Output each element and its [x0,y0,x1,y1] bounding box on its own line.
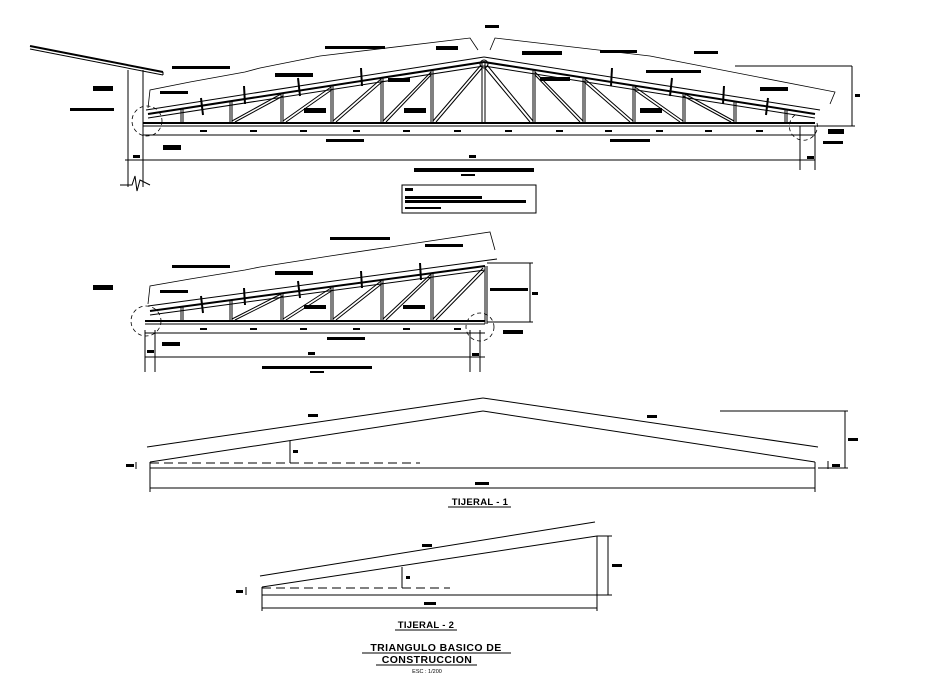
purlins [200,262,422,314]
sheet-scale: ESC : 1/200 [412,669,442,675]
purlins [200,67,769,116]
illegible-labels [126,414,858,485]
truss-diagonals [231,267,485,321]
truss-verticals [180,273,434,321]
detail-circle [130,305,162,337]
top-chord-left [147,61,485,115]
sheet-title-block: TRIANGULO BASICO DE CONSTRUCCION ESC : 1… [362,642,511,675]
tijeral-1-outer-right [482,397,819,448]
detail-circle [789,114,818,141]
sheet-title-line1: TRIANGULO BASICO DE [370,642,501,654]
sheet-title-line2: CONSTRUCCION [382,654,473,666]
tijeral-1-diagram: TIJERAL - 1 [126,397,858,508]
truss-full-elevation [29,25,860,192]
eave-roof-sheet [29,45,164,73]
tijeral-1-inner-left [149,410,484,463]
top-chord-right [483,61,816,115]
illegible-labels [236,544,622,605]
truss-verticals [180,63,788,123]
tijeral-2-title: TIJERAL - 2 [398,620,454,631]
notes-box [401,184,537,214]
tijeral-2-inner [261,535,598,588]
truss-diagonals [231,64,735,123]
detail-circle [131,105,163,137]
tijeral-1-title: TIJERAL - 1 [452,497,509,508]
tijeral-2-outer [259,521,596,577]
tijeral-1-outer-left [146,397,484,448]
tijeral-2-diagram: TIJERAL - 2 [236,521,622,631]
panel-dimension-marks [200,130,763,132]
tijeral-1-inner-right [482,410,816,463]
detail-circle [465,312,495,342]
illegible-labels [93,237,538,373]
illegible-labels [70,25,860,176]
truss-half-elevation [93,231,538,373]
top-chord [149,265,486,312]
